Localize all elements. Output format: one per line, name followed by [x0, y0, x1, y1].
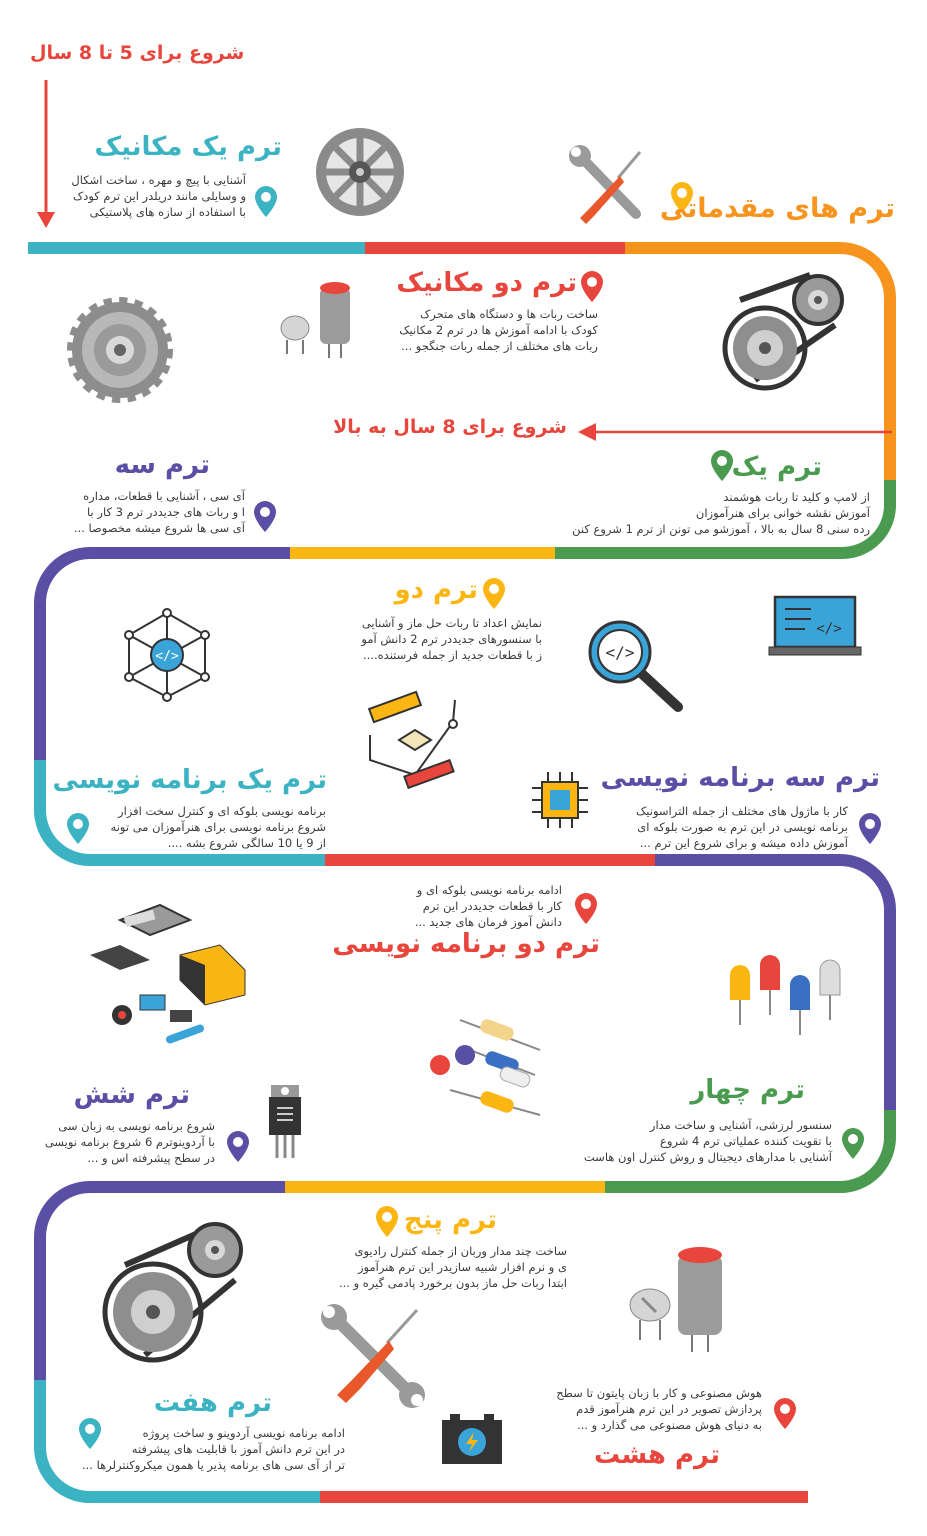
- location-pin-icon: [581, 271, 603, 302]
- flowchart-icon: [367, 690, 458, 790]
- wheel-icon: [316, 128, 404, 216]
- laptop-code-icon: </>: [768, 595, 862, 656]
- path-track: [28, 242, 896, 1503]
- electronic-components-icon: [90, 903, 246, 1044]
- capacitor-icon: [280, 282, 350, 358]
- term-title-mech1: ترم یک مکانیک: [94, 132, 282, 162]
- location-pin-icon: [842, 1128, 864, 1159]
- term-title-mech2: ترم دو مکانیک: [396, 268, 577, 298]
- term-title-prog2: ترم دو برنامه نویسی: [332, 929, 600, 959]
- location-pin-icon: [227, 1131, 249, 1162]
- capacitor-icon: [629, 1247, 722, 1352]
- chip-icon: [532, 772, 588, 828]
- location-pin-icon: [254, 501, 276, 532]
- wrench-screwdriver-icon: [321, 1304, 425, 1408]
- location-pin-icon: [483, 578, 505, 609]
- magnifier-code-icon: </>: [588, 620, 683, 712]
- location-pin-icon: [859, 813, 881, 844]
- svg-text:</>: </>: [155, 649, 179, 664]
- term-desc-t5: ساخت چند مدار وربان از جمله کنترل رادیوی…: [338, 1244, 567, 1290]
- age-5-8-header: شروع برای 5 تا 8 سال: [30, 42, 245, 64]
- resistors-icon: [430, 1019, 541, 1116]
- network-code-icon: </>: [124, 608, 210, 702]
- location-pin-icon: [255, 186, 277, 217]
- term-desc-prog3: کار با ماژول های مختلف از جمله التراسونی…: [635, 804, 848, 850]
- transistor-icon: [269, 1085, 301, 1158]
- location-pin-icon: [575, 893, 597, 924]
- term-title-t2: ترم دو: [394, 575, 478, 605]
- svg-text:</>: </>: [606, 643, 635, 662]
- term-title-t6: ترم شش: [73, 1080, 190, 1110]
- term-title-t5: ترم پنج: [403, 1205, 497, 1235]
- left-arrow-icon: [578, 423, 892, 441]
- term-title-t7: ترم هفت: [153, 1388, 272, 1418]
- age-8-up-header: شروع برای 8 سال به بالا: [333, 416, 567, 438]
- svg-text:</>: </>: [816, 621, 841, 637]
- location-pin-icon: [67, 813, 89, 844]
- intro-terms-heading: ترم های مقدماتی: [659, 193, 895, 224]
- term-title-t3: ترم سه: [114, 450, 210, 480]
- gear-icon: [67, 297, 173, 403]
- location-pin-icon: [774, 1398, 796, 1429]
- term-title-prog3: ترم سه برنامه نویسی: [600, 763, 880, 793]
- down-arrow-icon: [37, 80, 55, 228]
- term-title-t8: ترم هشت: [593, 1440, 720, 1470]
- term-title-t4: ترم چهار: [690, 1075, 805, 1105]
- wrench-screwdriver-icon: [569, 145, 642, 224]
- pulley-belt-icon: [722, 272, 844, 391]
- location-pin-icon: [376, 1206, 398, 1237]
- led-icon: [730, 955, 841, 1035]
- term-title-t1: ترم یک: [731, 452, 822, 482]
- pulley-belt-icon: [102, 1222, 243, 1363]
- location-pin-icon: [711, 450, 733, 481]
- term-title-prog1: ترم یک برنامه نویسی: [52, 765, 327, 795]
- battery-icon: [442, 1414, 502, 1464]
